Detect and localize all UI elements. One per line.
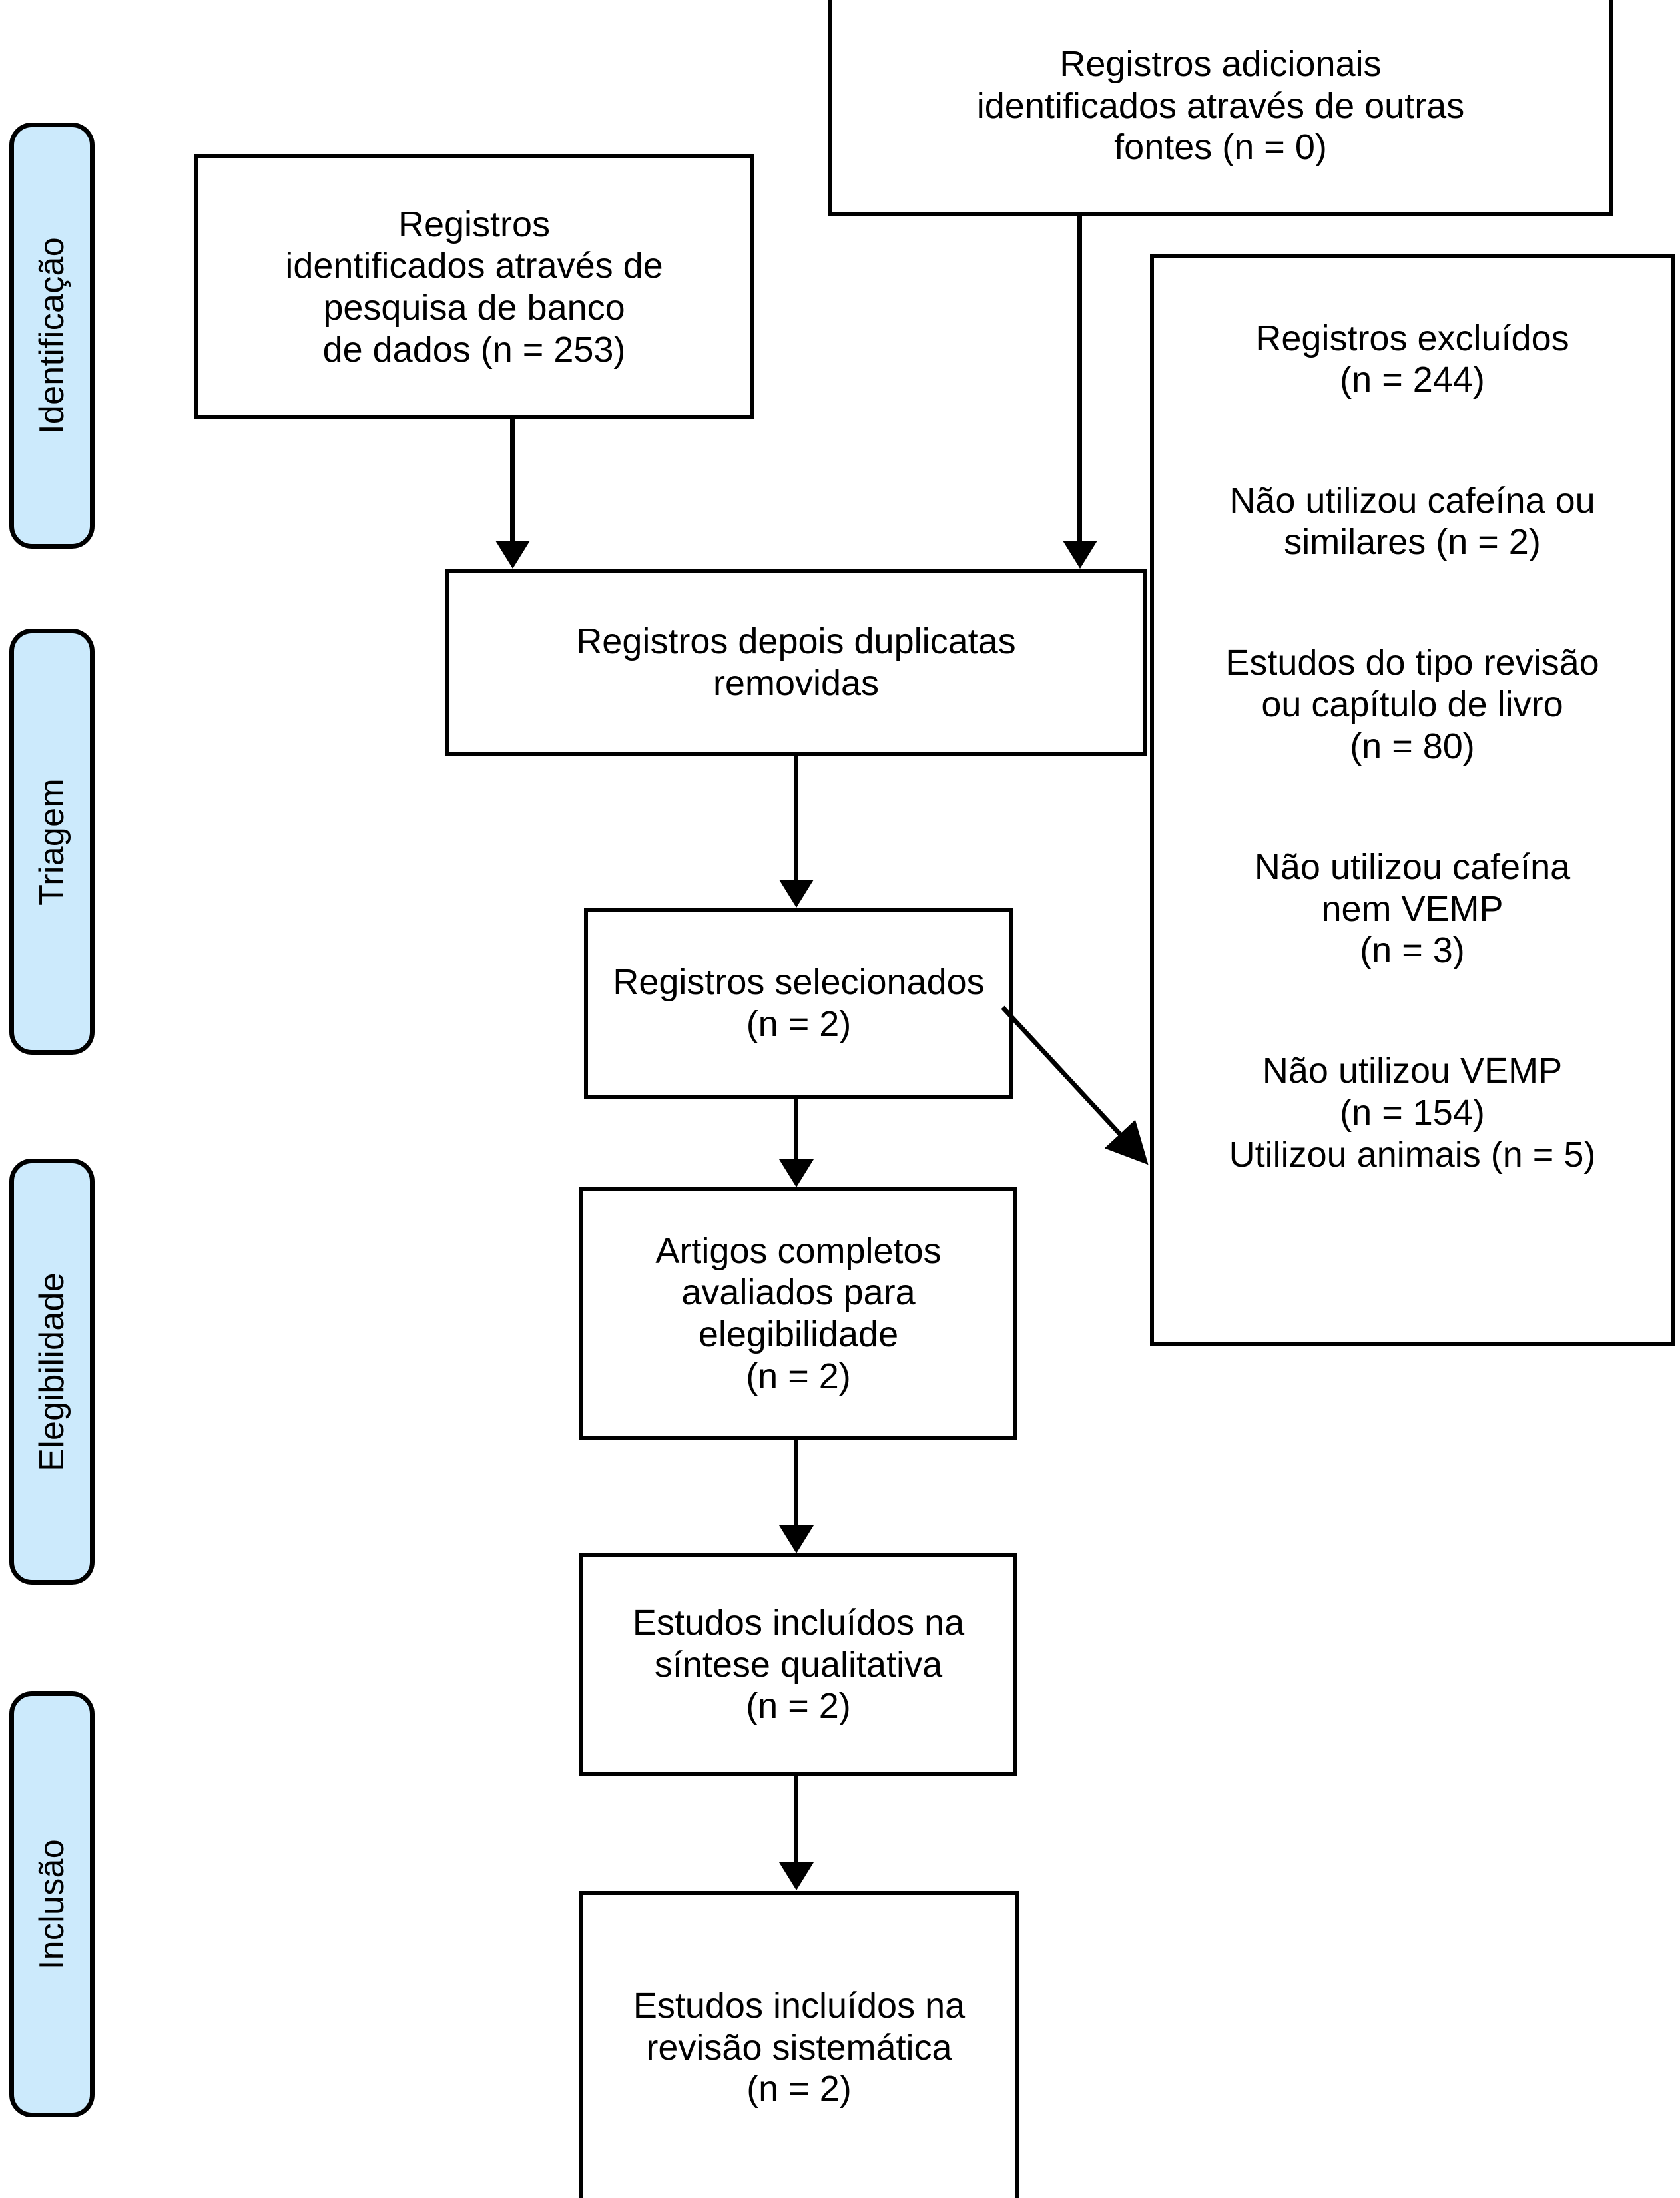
connector-screened-to-full-text (794, 1099, 798, 1161)
node-qualitative-synthesis-text: Estudos incluídos na síntese qualitativa… (632, 1603, 965, 1727)
connector-qualitative-to-systematic (794, 1776, 798, 1864)
excluded-heading: Registros excluídos (n = 244) (1255, 318, 1569, 400)
connector-full-text-to-qualitative (794, 1440, 798, 1527)
stage-identificacao: Identificação (9, 123, 95, 549)
node-database-records-text: Registros identificados através de pesqu… (285, 204, 663, 370)
connector-duplicates-to-screened (794, 756, 798, 881)
connector-other-sources-to-duplicates (1077, 216, 1082, 541)
arrowhead-screened-to-full-text (779, 1159, 814, 1187)
node-full-text-assessed-text: Artigos completos avaliados para elegibi… (655, 1231, 942, 1396)
node-records-screened: Registros selecionados (n = 2) (584, 908, 1013, 1099)
stage-elegibilidade: Elegibilidade (9, 1159, 95, 1585)
node-other-sources: Registros adicionais identificados atrav… (828, 0, 1613, 216)
arrowhead-qualitative-to-systematic (779, 1862, 814, 1890)
node-excluded-records: Registros excluídos (n = 244) Não utiliz… (1150, 254, 1675, 1346)
arrowhead-other-sources-to-duplicates (1063, 541, 1097, 569)
connector-database-to-duplicates (510, 419, 515, 541)
node-other-sources-text: Registros adicionais identificados atrav… (976, 44, 1465, 168)
excluded-reason-2: Estudos do tipo revisão ou capítulo de l… (1225, 643, 1599, 766)
stage-triagem-label: Triagem (33, 778, 71, 906)
node-records-screened-text: Registros selecionados (n = 2) (613, 962, 985, 1044)
node-after-duplicates-text: Registros depois duplicatas removidas (576, 621, 1016, 703)
stage-inclusao: Inclusão (9, 1691, 95, 2117)
node-full-text-assessed: Artigos completos avaliados para elegibi… (579, 1187, 1017, 1440)
node-after-duplicates: Registros depois duplicatas removidas (445, 569, 1147, 756)
node-database-records: Registros identificados através de pesqu… (194, 154, 754, 419)
node-systematic-review-text: Estudos incluídos na revisão sistemática… (633, 1986, 966, 2109)
stage-identificacao-label: Identificação (33, 237, 71, 434)
excluded-reason-4: Não utilizou VEMP (n = 154) Utilizou ani… (1229, 1051, 1596, 1175)
node-qualitative-synthesis: Estudos incluídos na síntese qualitativa… (579, 1553, 1017, 1776)
excluded-reason-1: Não utilizou cafeína ou similares (n = 2… (1229, 480, 1595, 563)
stage-triagem: Triagem (9, 629, 95, 1055)
stage-inclusao-label: Inclusão (33, 1838, 71, 1970)
node-systematic-review: Estudos incluídos na revisão sistemática… (579, 1891, 1019, 2198)
node-excluded-records-text: Registros excluídos (n = 244) Não utiliz… (1216, 258, 1608, 1217)
arrowhead-full-text-to-qualitative (779, 1525, 814, 1553)
stage-elegibilidade-label: Elegibilidade (33, 1272, 71, 1472)
arrowhead-duplicates-to-screened (779, 880, 814, 908)
excluded-reason-3: Não utilizou cafeína nem VEMP (n = 3) (1254, 846, 1571, 971)
arrowhead-database-to-duplicates (495, 541, 530, 569)
